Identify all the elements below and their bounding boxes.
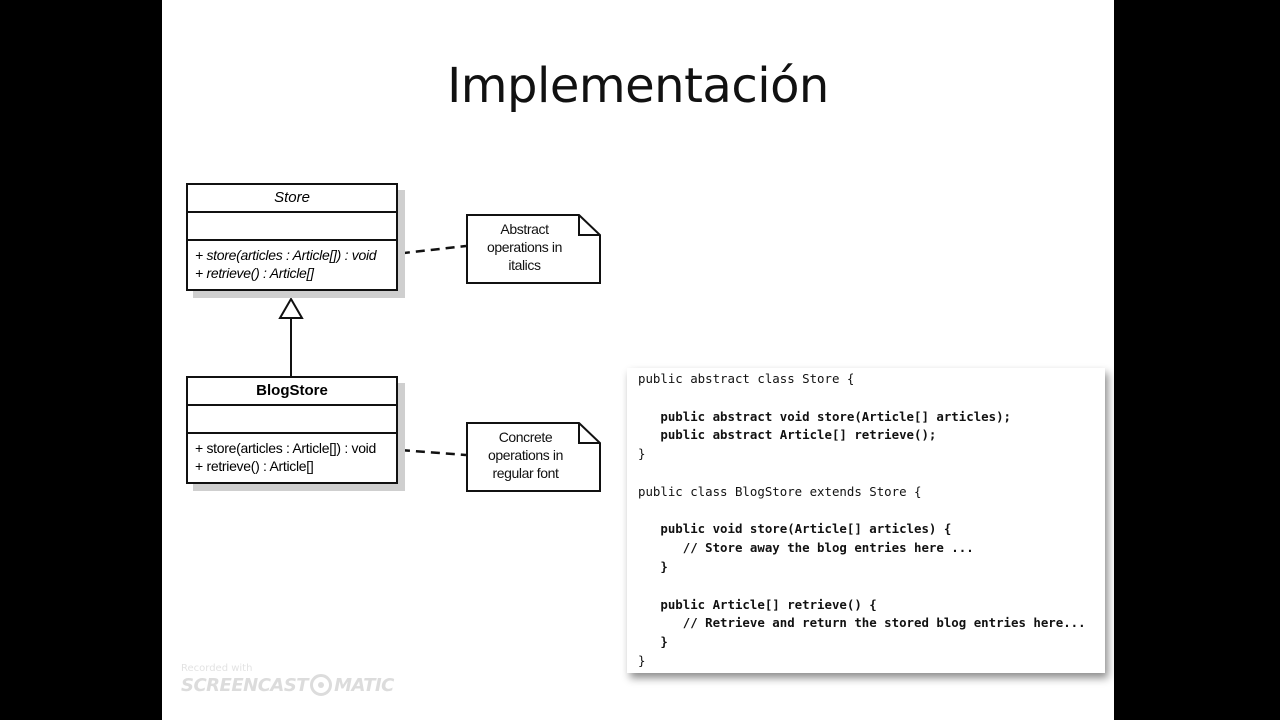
code-line: // Store away the blog entries here ... xyxy=(638,540,974,556)
blogstore-op-store: + store(articles : Article[]) : void xyxy=(195,440,376,456)
screencast-watermark: Recorded with SCREENCAST MATIC xyxy=(181,663,394,696)
note-concrete-shape xyxy=(466,422,601,492)
note-abstract-text: Abstract operations in italics xyxy=(487,221,562,273)
blogstore-class-name: BlogStore xyxy=(188,378,396,406)
watermark-recorded-with: Recorded with xyxy=(181,663,253,674)
blogstore-op-retrieve: + retrieve() : Article[] xyxy=(195,458,314,474)
blogstore-class-box: BlogStore + store(articles : Article[]) … xyxy=(186,376,398,484)
code-line: } xyxy=(638,634,668,650)
code-line: public abstract void store(Article[] art… xyxy=(638,408,1011,424)
store-op-store: + store(articles : Article[]) : void xyxy=(195,247,377,263)
store-class-name: Store xyxy=(188,185,396,213)
watermark-logo-icon xyxy=(310,674,333,696)
store-op-retrieve: + retrieve() : Article[] xyxy=(195,265,314,281)
blogstore-class-operations: + store(articles : Article[]) : void + r… xyxy=(188,434,396,481)
code-line: public void store(Article[] articles) { xyxy=(638,521,952,537)
code-line: public Article[] retrieve() { xyxy=(638,596,877,612)
note-concrete-text: Concrete operations in regular font xyxy=(488,429,563,481)
store-class-box: Store + store(articles : Article[]) : vo… xyxy=(186,183,398,291)
code-line: // Retrieve and return the stored blog e… xyxy=(638,615,1086,631)
code-block: public abstract class Store { public abs… xyxy=(627,368,1105,671)
note-abstract-shape xyxy=(466,214,601,284)
code-line: public abstract Article[] retrieve(); xyxy=(638,427,937,443)
code-line: public abstract class Store { xyxy=(638,371,855,386)
code-listing: public abstract class Store { public abs… xyxy=(627,368,1105,673)
watermark-brand: SCREENCAST MATIC xyxy=(181,674,394,696)
blogstore-class-attributes xyxy=(188,406,396,434)
code-line: public class BlogStore extends Store { xyxy=(638,483,922,499)
code-line: } xyxy=(638,558,668,574)
slide-title: Implementación xyxy=(447,58,829,114)
store-class-operations: + store(articles : Article[]) : void + r… xyxy=(188,241,396,288)
store-class-attributes xyxy=(188,213,396,241)
code-line: } xyxy=(638,446,646,462)
code-line: } xyxy=(638,652,646,668)
